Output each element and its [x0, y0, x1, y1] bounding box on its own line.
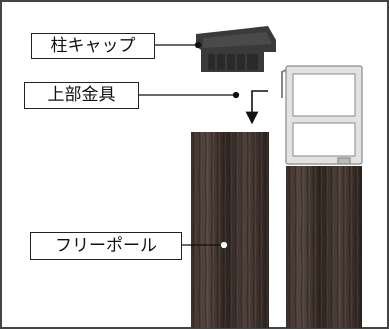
label-bracket: 上部金具 [24, 82, 139, 109]
leader-pole [182, 241, 228, 249]
pole-with-bracket [286, 166, 362, 328]
assembly-arrow [245, 90, 268, 125]
label-cap: 柱キャップ [31, 33, 155, 59]
free-pole [191, 132, 269, 328]
post-cap [196, 26, 276, 72]
leader-cap [155, 41, 202, 49]
label-pole: フリーポール [30, 232, 182, 260]
leader-bracket [139, 91, 240, 99]
aluminium-profile [281, 65, 363, 165]
